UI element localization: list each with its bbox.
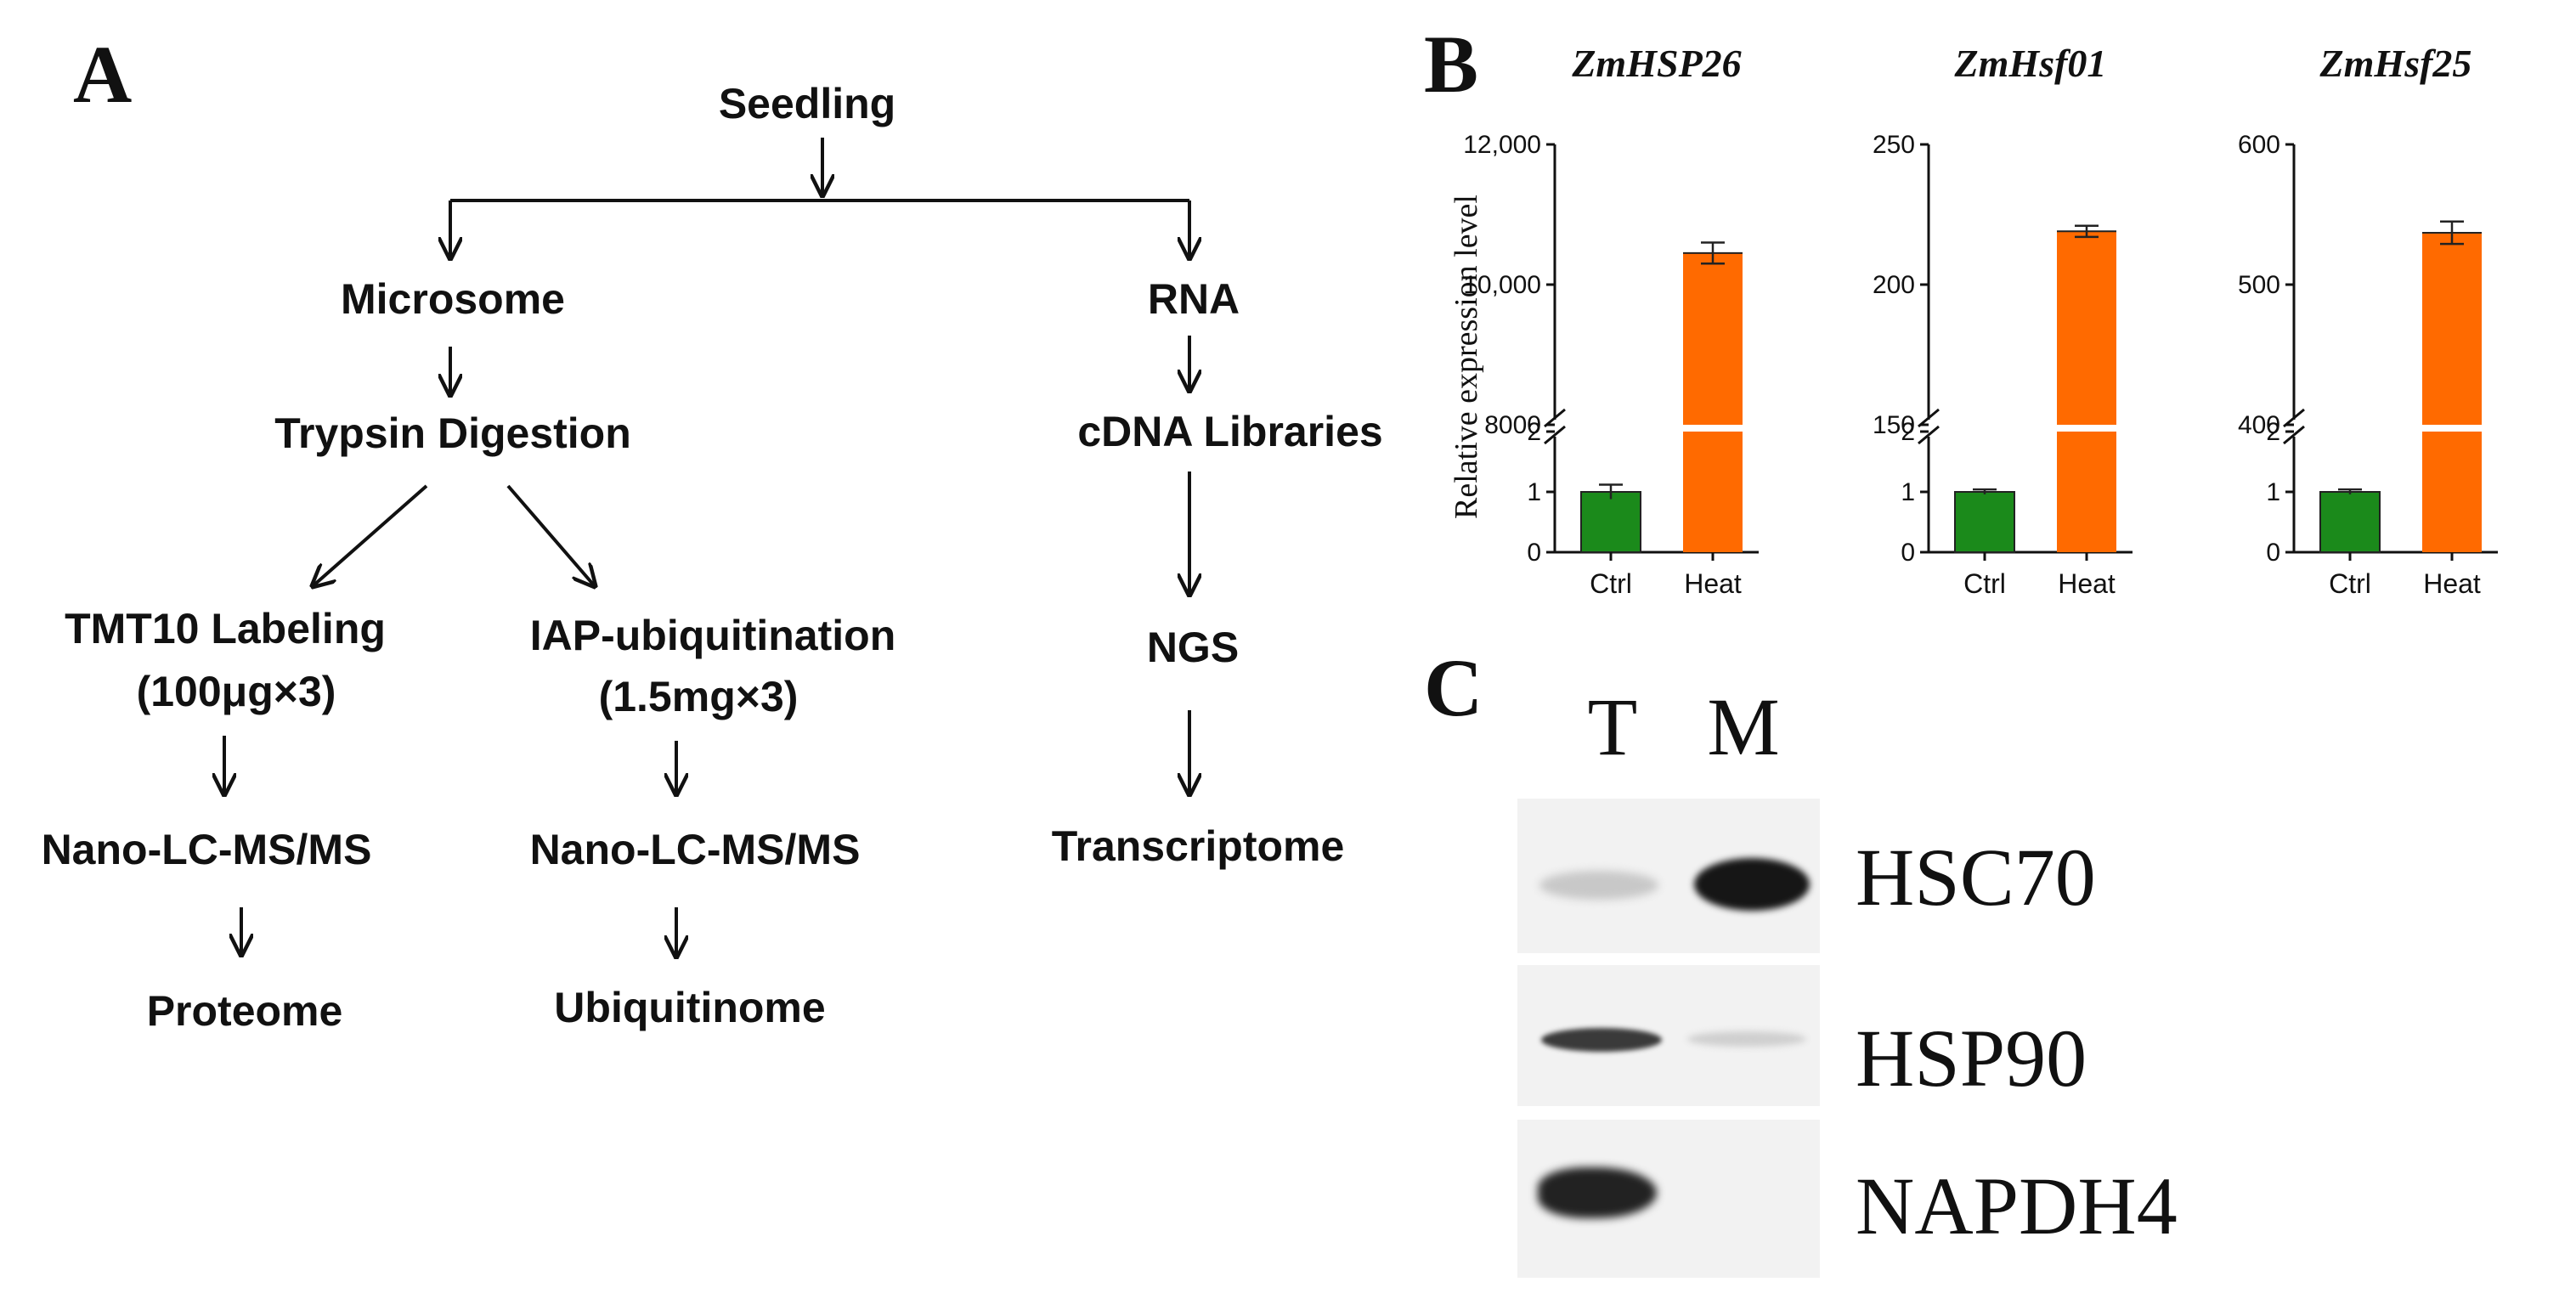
chart-title: ZmHsf25 (2319, 42, 2472, 85)
y-tick-label: 12,000 (1463, 131, 1541, 159)
y-tick-label: 0 (2266, 539, 2280, 567)
y-tick-label: 2 (2266, 418, 2280, 446)
lane-label-t: T (1587, 681, 1638, 772)
y-tick-label: 500 (2238, 271, 2280, 299)
flow-rna: RNA (1147, 275, 1240, 323)
flow-cdna-libraries: cDNA Libraries (1077, 408, 1383, 455)
blot-napdh4 (1517, 1120, 1820, 1278)
flow-trypsin-digestion: Trypsin Digestion (274, 409, 631, 457)
flow-ngs: NGS (1146, 624, 1240, 671)
band-hsc70-m (1694, 858, 1810, 911)
y-tick-label: 8000 (1484, 411, 1541, 439)
flowchart-arrows (0, 138, 1427, 1293)
axis-break-mark (1544, 425, 1566, 445)
band-hsp90-m (1687, 1031, 1806, 1047)
protein-napdh4: NAPDH4 (1856, 1160, 2178, 1251)
blot-hsc70 (1517, 799, 1820, 953)
panel-b-label: B (1424, 19, 1479, 110)
x-tick-label: Heat (1684, 568, 1742, 599)
bar-heat-lower (2422, 432, 2482, 552)
flow-nano-lc-middle: Nano-LC-MS/MS (529, 826, 861, 873)
flow-transcriptome: Transcriptome (1051, 822, 1345, 870)
y-tick-label: 150 (1873, 411, 1915, 439)
flow-microsome: Microsome (341, 275, 565, 323)
bar-ctrl (1954, 491, 2015, 553)
y-tick-label: 200 (1873, 271, 1915, 299)
axis-break-mark (2283, 425, 2305, 445)
bar-ctrl (2319, 491, 2381, 553)
y-tick-label: 1 (1901, 478, 1915, 506)
bar-heat-lower (1683, 432, 1743, 552)
lane-label-m: M (1707, 681, 1780, 772)
y-tick-label: 1 (1527, 478, 1541, 506)
flow-ubiquitinome: Ubiquitinome (554, 984, 826, 1031)
bar-heat-lower (2057, 432, 2116, 552)
flow-seedling: Seedling (718, 80, 896, 127)
bar-heat-upper (1683, 252, 1743, 425)
y-axis-label: Relative expression level (1449, 195, 1484, 519)
protein-hsc70: HSC70 (1856, 832, 2096, 923)
y-tick-label: 0 (1901, 539, 1915, 567)
y-tick-label: 0 (1527, 539, 1541, 567)
flow-proteome: Proteome (146, 987, 343, 1035)
y-tick-label: 250 (1873, 131, 1915, 159)
x-tick-label: Ctrl (2329, 568, 2371, 599)
x-tick-label: Ctrl (1590, 568, 1632, 599)
flow-tmt-amount: (100μg×3) (136, 668, 336, 715)
x-tick-label: Ctrl (1963, 568, 2006, 599)
y-tick-label: 600 (2238, 131, 2280, 159)
x-tick-label: Heat (2058, 568, 2116, 599)
axis-break-mark (1918, 425, 1940, 445)
panel-c-label: C (1424, 642, 1483, 733)
y-tick-label: 1 (2266, 478, 2280, 506)
y-tick-label: 2 (1527, 418, 1541, 446)
bar-ctrl (1580, 491, 1641, 553)
blot-hsp90 (1517, 965, 1820, 1106)
chart-title: ZmHSP26 (1571, 42, 1741, 85)
bar-heat-upper (2057, 231, 2116, 425)
band-napdh4-t (1538, 1167, 1657, 1218)
flow-nano-lc-left: Nano-LC-MS/MS (41, 826, 372, 873)
flow-iap-ubiquitination: IAP-ubiquitination (529, 612, 896, 659)
flow-tmt-labeling: TMT10 Labeling (65, 605, 386, 652)
chart-title: ZmHsf01 (1954, 42, 2107, 85)
band-hsc70-t (1539, 871, 1658, 900)
y-tick-label: 2 (1901, 418, 1915, 446)
panel-a-label: A (73, 29, 133, 120)
protein-hsp90: HSP90 (1856, 1013, 2087, 1104)
y-tick-label: 400 (2238, 411, 2280, 439)
x-tick-label: Heat (2423, 568, 2481, 599)
y-tick-label: 10,000 (1463, 271, 1541, 299)
bar-heat-upper (2422, 232, 2482, 425)
flow-iap-amount: (1.5mg×3) (598, 673, 799, 720)
band-hsp90-t (1541, 1028, 1662, 1052)
